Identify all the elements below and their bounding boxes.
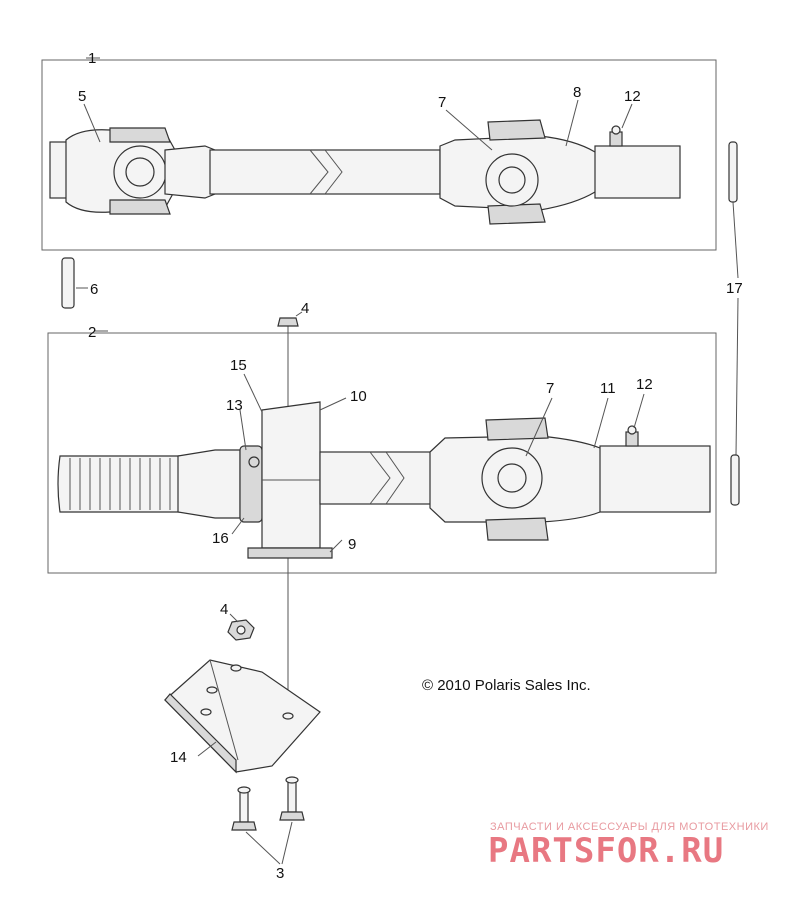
rear-drive-shaft-assembly <box>57 401 711 559</box>
callout-1: 1 <box>88 50 96 67</box>
callout-16: 16 <box>212 530 229 547</box>
front-drive-shaft-assembly <box>49 119 681 225</box>
rod-part-17 <box>728 141 740 506</box>
callout-12: 12 <box>624 88 641 105</box>
bolts-part-3 <box>231 776 305 831</box>
nut-part-4-top <box>277 317 299 327</box>
callout-4-bottom: 4 <box>220 601 228 618</box>
assembly-2-frame <box>47 332 717 574</box>
callout-7: 7 <box>438 94 446 111</box>
copyright-notice: © 2010 Polaris Sales Inc. <box>422 677 591 694</box>
watermark-logo: PARTSFOR.RU <box>488 831 724 871</box>
assembly-1-frame <box>41 59 717 251</box>
callout-4-top: 4 <box>301 300 309 317</box>
callout-14: 14 <box>170 749 187 766</box>
callout-5: 5 <box>78 88 86 105</box>
callout-11: 11 <box>600 380 616 397</box>
callout-7-rear: 7 <box>546 380 554 397</box>
callout-17: 17 <box>726 280 743 297</box>
callout-9: 9 <box>348 536 356 553</box>
callout-8: 8 <box>573 84 581 101</box>
callout-15: 15 <box>230 357 247 374</box>
callout-13: 13 <box>226 397 243 414</box>
callout-2: 2 <box>88 324 96 341</box>
pin-part-6 <box>61 257 75 309</box>
watermark-tagline: ЗАПЧАСТИ И АКСЕССУАРЫ ДЛЯ МОТОТЕХНИКИ <box>490 821 769 833</box>
callout-10: 10 <box>350 388 367 405</box>
bracket-part-14 <box>164 659 321 774</box>
callout-3: 3 <box>276 865 284 882</box>
callout-12-rear: 12 <box>636 376 653 393</box>
callout-6: 6 <box>90 281 98 298</box>
